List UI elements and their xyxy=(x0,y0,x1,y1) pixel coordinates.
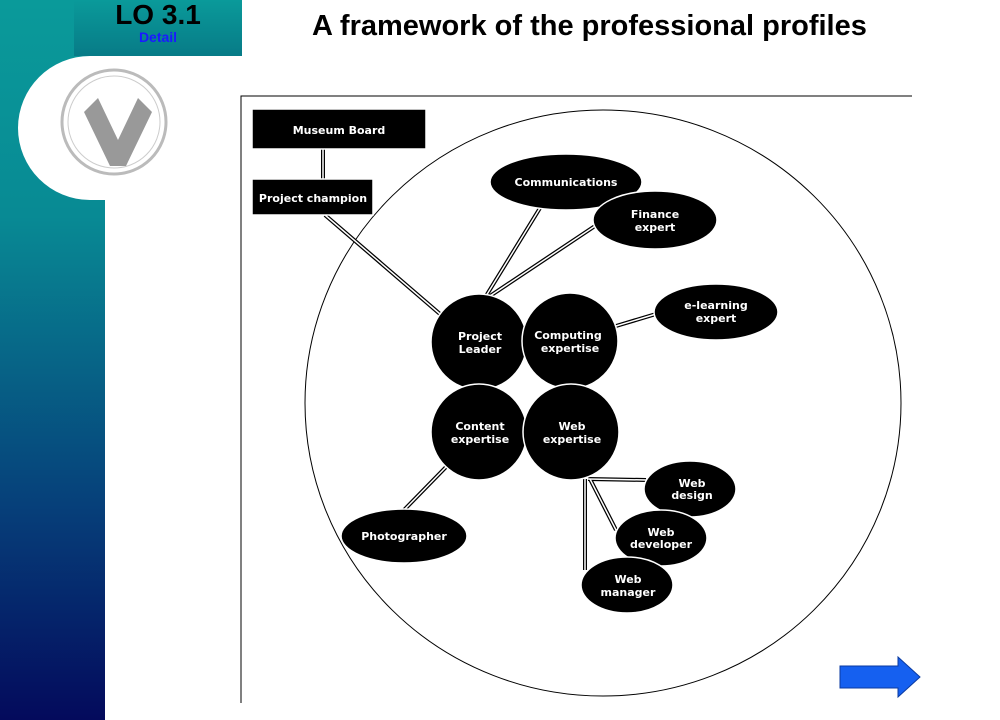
lo-tab: LO 3.1 Detail xyxy=(74,0,242,56)
label: expert xyxy=(635,221,676,234)
label: expertise xyxy=(541,342,599,355)
label: Project xyxy=(458,330,502,343)
node-web-manager xyxy=(580,556,674,614)
label: expert xyxy=(696,312,737,325)
label: expertise xyxy=(543,433,601,446)
organisation-circle xyxy=(304,109,902,697)
label: Finance xyxy=(631,208,679,221)
page-title: A framework of the professional profiles xyxy=(312,10,867,42)
label: design xyxy=(671,489,712,502)
label: Leader xyxy=(459,343,502,356)
label: Museum Board xyxy=(293,124,386,137)
diagram-frame xyxy=(240,95,912,703)
label: expertise xyxy=(451,433,509,446)
label: Photographer xyxy=(361,530,447,543)
node-communications xyxy=(489,153,643,211)
node-finance xyxy=(592,190,718,250)
logo-panel xyxy=(18,56,198,200)
node-museum-board xyxy=(251,108,427,150)
detail-link[interactable]: Detail xyxy=(138,29,178,45)
node-project-champion xyxy=(251,178,374,216)
label: e-learning xyxy=(684,299,747,312)
label: manager xyxy=(601,586,656,599)
label: Web xyxy=(647,526,674,539)
label: Computing xyxy=(534,329,602,342)
museum-logo-icon xyxy=(60,68,168,176)
label: Web xyxy=(558,420,585,433)
node-elearning xyxy=(653,283,779,341)
label: Web xyxy=(614,573,641,586)
label: Web xyxy=(678,477,705,490)
node-photographer xyxy=(340,508,468,564)
lo-number: LO 3.1 xyxy=(115,0,201,30)
node-web xyxy=(522,383,620,481)
label: Content xyxy=(455,420,504,433)
label: Project champion xyxy=(259,192,367,205)
next-arrow-icon[interactable] xyxy=(838,655,922,699)
label: developer xyxy=(630,538,693,551)
label: Communications xyxy=(515,176,618,189)
